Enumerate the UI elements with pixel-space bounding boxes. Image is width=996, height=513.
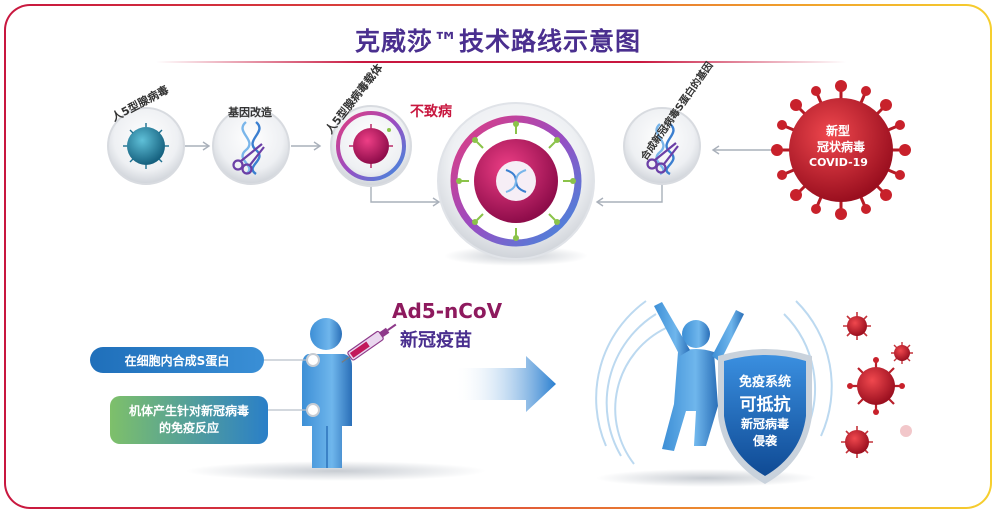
syringe-icon bbox=[341, 323, 397, 363]
scissors-icon bbox=[646, 142, 679, 174]
scissors-icon bbox=[232, 143, 265, 175]
top-flow-arrows bbox=[184, 141, 794, 207]
virus-particle bbox=[841, 426, 873, 458]
central-vector-circle bbox=[437, 102, 595, 266]
step2-label: 基因改造 bbox=[228, 106, 272, 119]
callout-connectors bbox=[264, 359, 311, 411]
callout1-text: 在细胞内合成S蛋白 bbox=[124, 353, 230, 368]
virus-particle bbox=[843, 312, 871, 340]
shield-text-3: 新冠病毒 bbox=[740, 417, 789, 431]
shield-text-1: 免疫系统 bbox=[738, 375, 791, 390]
virus-cluster bbox=[841, 312, 913, 458]
vaccine-name: Ad5-nCoV bbox=[392, 299, 503, 323]
virus-label-2: 冠状病毒 bbox=[817, 140, 866, 154]
step3-circle bbox=[330, 105, 412, 187]
page-title: 克威莎™技术路线示意图 bbox=[354, 27, 641, 56]
step2-circle bbox=[212, 107, 290, 185]
diagram-canvas: 克威莎™技术路线示意图 bbox=[6, 6, 990, 507]
title-underline bbox=[156, 61, 846, 63]
callout-immune-response: 机体产生针对新冠病毒 的免疫反应 bbox=[110, 396, 268, 444]
frame-border: 克威莎™技术路线示意图 bbox=[4, 4, 992, 509]
virus-particle bbox=[891, 342, 913, 364]
transition-arrow bbox=[454, 356, 556, 412]
shield-text-2: 可抵抗 bbox=[739, 395, 791, 415]
callout-synthesize-s-protein: 在细胞内合成S蛋白 bbox=[90, 347, 264, 373]
coronavirus-icon bbox=[771, 80, 911, 220]
step1-circle bbox=[107, 107, 185, 185]
callout-dot bbox=[306, 403, 320, 417]
virus-label-1: 新型 bbox=[826, 124, 851, 138]
step3-tag-label: 不致病 bbox=[410, 104, 452, 120]
virus-label-3: COVID-19 bbox=[809, 156, 868, 169]
virus-particle bbox=[900, 425, 912, 437]
shield-text-4: 侵袭 bbox=[752, 434, 777, 448]
vaccine-subtitle: 新冠疫苗 bbox=[400, 330, 472, 351]
callout-dot bbox=[306, 353, 320, 367]
callout2-text-2: 的免疫反应 bbox=[158, 421, 219, 435]
virus-particle bbox=[847, 357, 905, 415]
callout2-text-1: 机体产生针对新冠病毒 bbox=[128, 404, 249, 418]
diagram-graphics bbox=[107, 80, 913, 487]
person-figure bbox=[186, 318, 486, 481]
step5-circle bbox=[623, 107, 701, 185]
shield-icon bbox=[718, 349, 812, 484]
